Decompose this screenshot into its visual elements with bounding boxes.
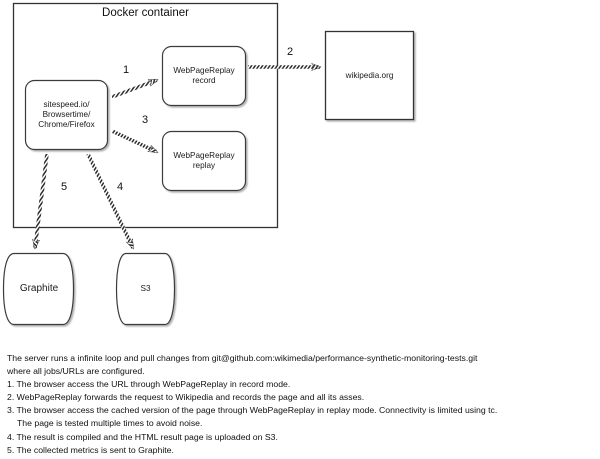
diagram-canvas (2, 2, 415, 326)
note-item-3-continuation: The page is tested multiple times to avo… (17, 418, 203, 429)
notes-intro-line-2: where all jobs/URLs are configured. (7, 366, 145, 377)
edge-3-arrow (111, 129, 157, 152)
s3-node-shape (115, 252, 176, 326)
note-item-4: 4. The result is compiled and the HTML r… (7, 431, 278, 442)
note-item-2: 2. WebPageReplay forwards the request to… (7, 392, 365, 403)
edge-2-label: 2 (286, 46, 294, 58)
architecture-diagram: Docker container sitespeed.io/ Browserti… (2, 2, 415, 326)
edge-1-arrow (111, 80, 157, 99)
notes-intro-line-1: The server runs a infinite loop and pull… (7, 353, 478, 363)
note-item-5: 5. The collected metrics is sent to Grap… (7, 444, 174, 455)
graphite-node-shape (2, 252, 75, 326)
wpr-record-node-shape (161, 45, 247, 107)
edge-4-label: 4 (116, 181, 124, 193)
note-item-3: 3. The browser access the cached version… (7, 405, 498, 416)
edge-5-arrow (35, 153, 49, 248)
sitespeed-node-shape (24, 79, 109, 151)
note-item-1: 1. The browser access the URL through We… (7, 379, 291, 390)
edge-1-label: 1 (122, 64, 130, 76)
edge-4-arrow (86, 153, 133, 248)
notes-block: The server runs a infinite loop and pull… (7, 352, 595, 457)
wpr-replay-node-shape (161, 130, 247, 192)
edge-3-label: 3 (141, 114, 149, 126)
edge-5-label: 5 (60, 181, 68, 193)
docker-container-title: Docker container (102, 7, 189, 19)
wikipedia-node-shape (324, 30, 415, 121)
